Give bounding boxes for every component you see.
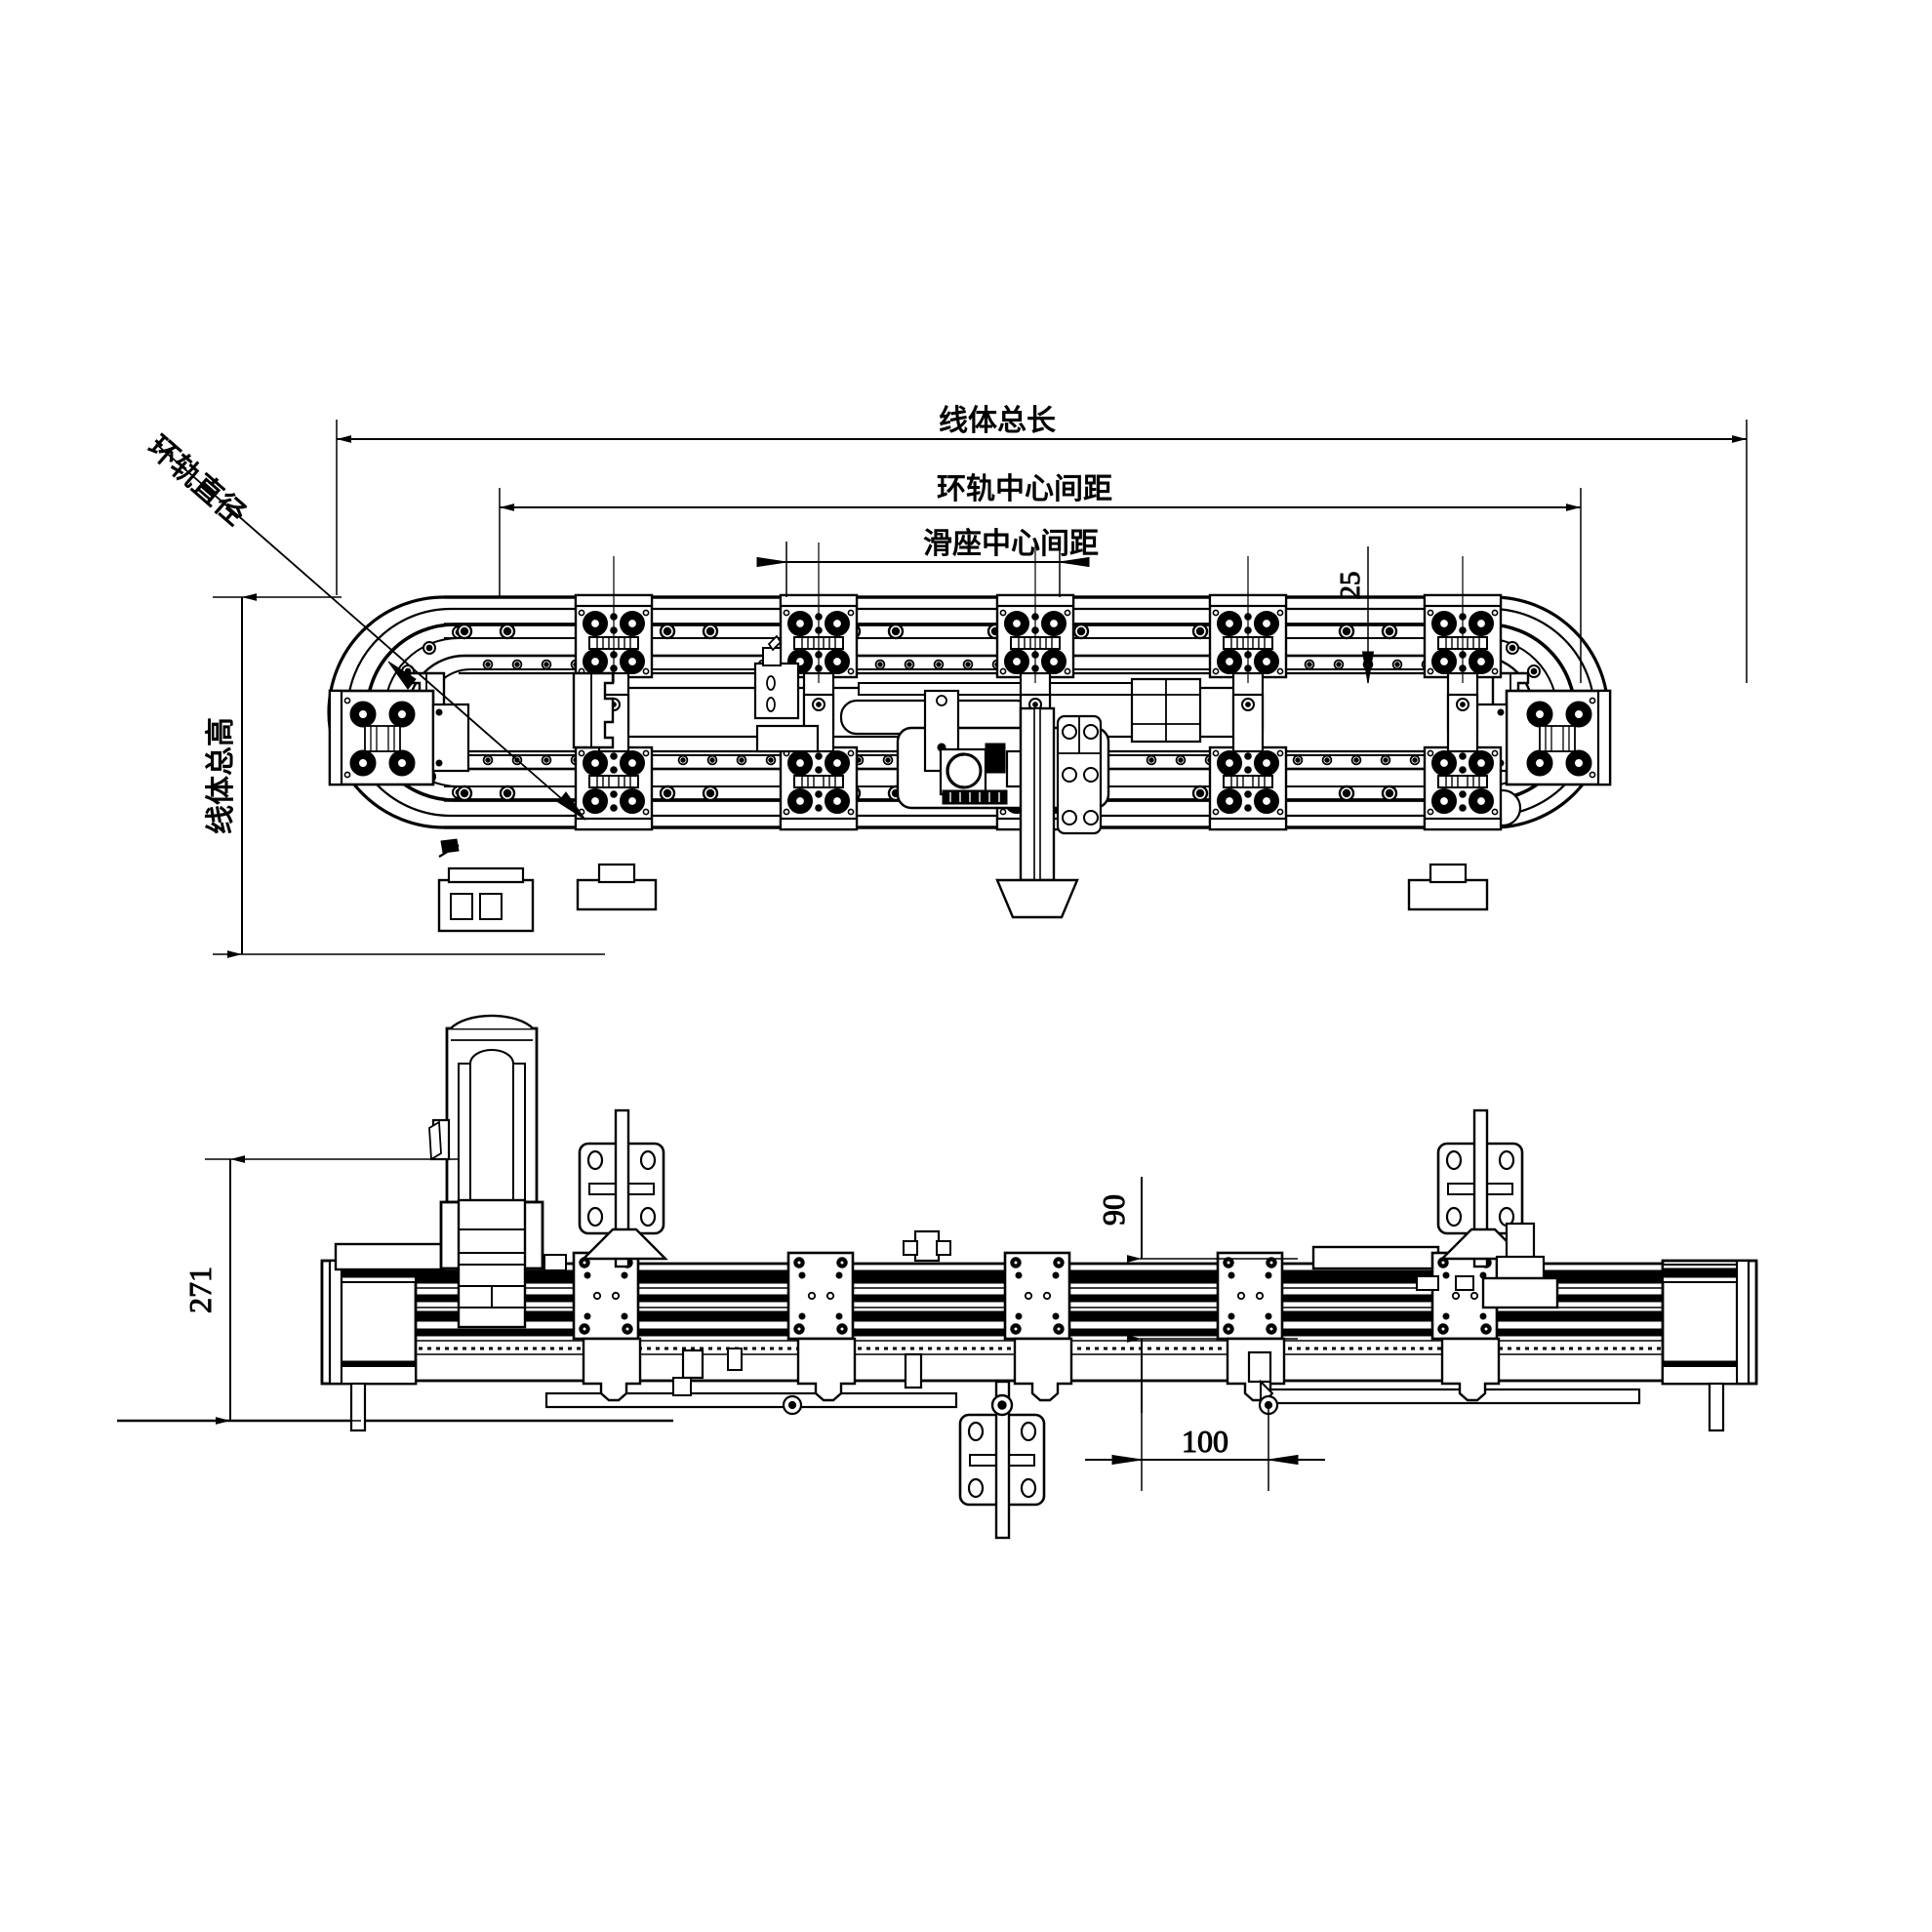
front-mount-1: [572, 1251, 642, 1402]
front-mount-2: [786, 1251, 857, 1402]
cross-bracket-lower-center: [958, 1380, 1046, 1540]
dim-label-overall-height: 线体总高: [205, 717, 237, 834]
right-end-carriage: [1469, 689, 1612, 786]
carriage-centrelines: [613, 543, 1464, 683]
dim-label-ring-center-distance: 环轨中心间距: [937, 473, 1112, 505]
dim-pitch-100: 100: [1085, 1339, 1325, 1491]
top-view: [327, 593, 1612, 933]
front-mount-3: [1003, 1251, 1073, 1402]
stopper-cylinder-assembly: [753, 634, 820, 753]
dim-label-slide-center-distance: 滑座中心间距: [923, 528, 1099, 560]
left-end-housing: [320, 1259, 418, 1432]
dim-label-overall-length: 线体总长: [939, 405, 1056, 437]
dim-overall-length: 线体总长: [336, 405, 1748, 683]
cross-bracket-upper-left: [578, 1108, 668, 1268]
dim-gap-25: 25: [1335, 546, 1375, 684]
front-view: [117, 1014, 1758, 1540]
left-end-carriage: [328, 689, 470, 786]
motor-mount-plan: [437, 838, 535, 933]
dim-overall-height: 线体总高: [205, 593, 605, 958]
dim-label-ring-diameter: 环轨直径: [141, 430, 251, 532]
right-end-housing: [1661, 1259, 1758, 1432]
dim-label-offset-90: 90: [1096, 1194, 1131, 1226]
dim-offset-90: 90: [1096, 1177, 1298, 1413]
beam-fittings: [672, 1222, 1559, 1416]
dim-label-pitch-100: 100: [1182, 1424, 1228, 1459]
center-station: [896, 689, 1110, 810]
dim-label-gap-25: 25: [1335, 572, 1366, 600]
support-leg-right-plan: [1407, 863, 1489, 911]
center-post-plan: [1019, 706, 1103, 882]
dim-height-271: 271: [182, 1155, 459, 1425]
dim-label-height-271: 271: [182, 1267, 218, 1313]
servo-motor-assembly: [428, 1014, 567, 1329]
support-leg-left-plan: [576, 863, 658, 911]
center-leg-plan: [995, 878, 1079, 919]
front-mount-5: [1430, 1251, 1501, 1402]
loop-inner-bracket: [572, 671, 615, 749]
dim-slide-center-distance: 滑座中心间距: [756, 528, 1100, 597]
dim-ring-center-distance: 环轨中心间距: [499, 473, 1582, 683]
